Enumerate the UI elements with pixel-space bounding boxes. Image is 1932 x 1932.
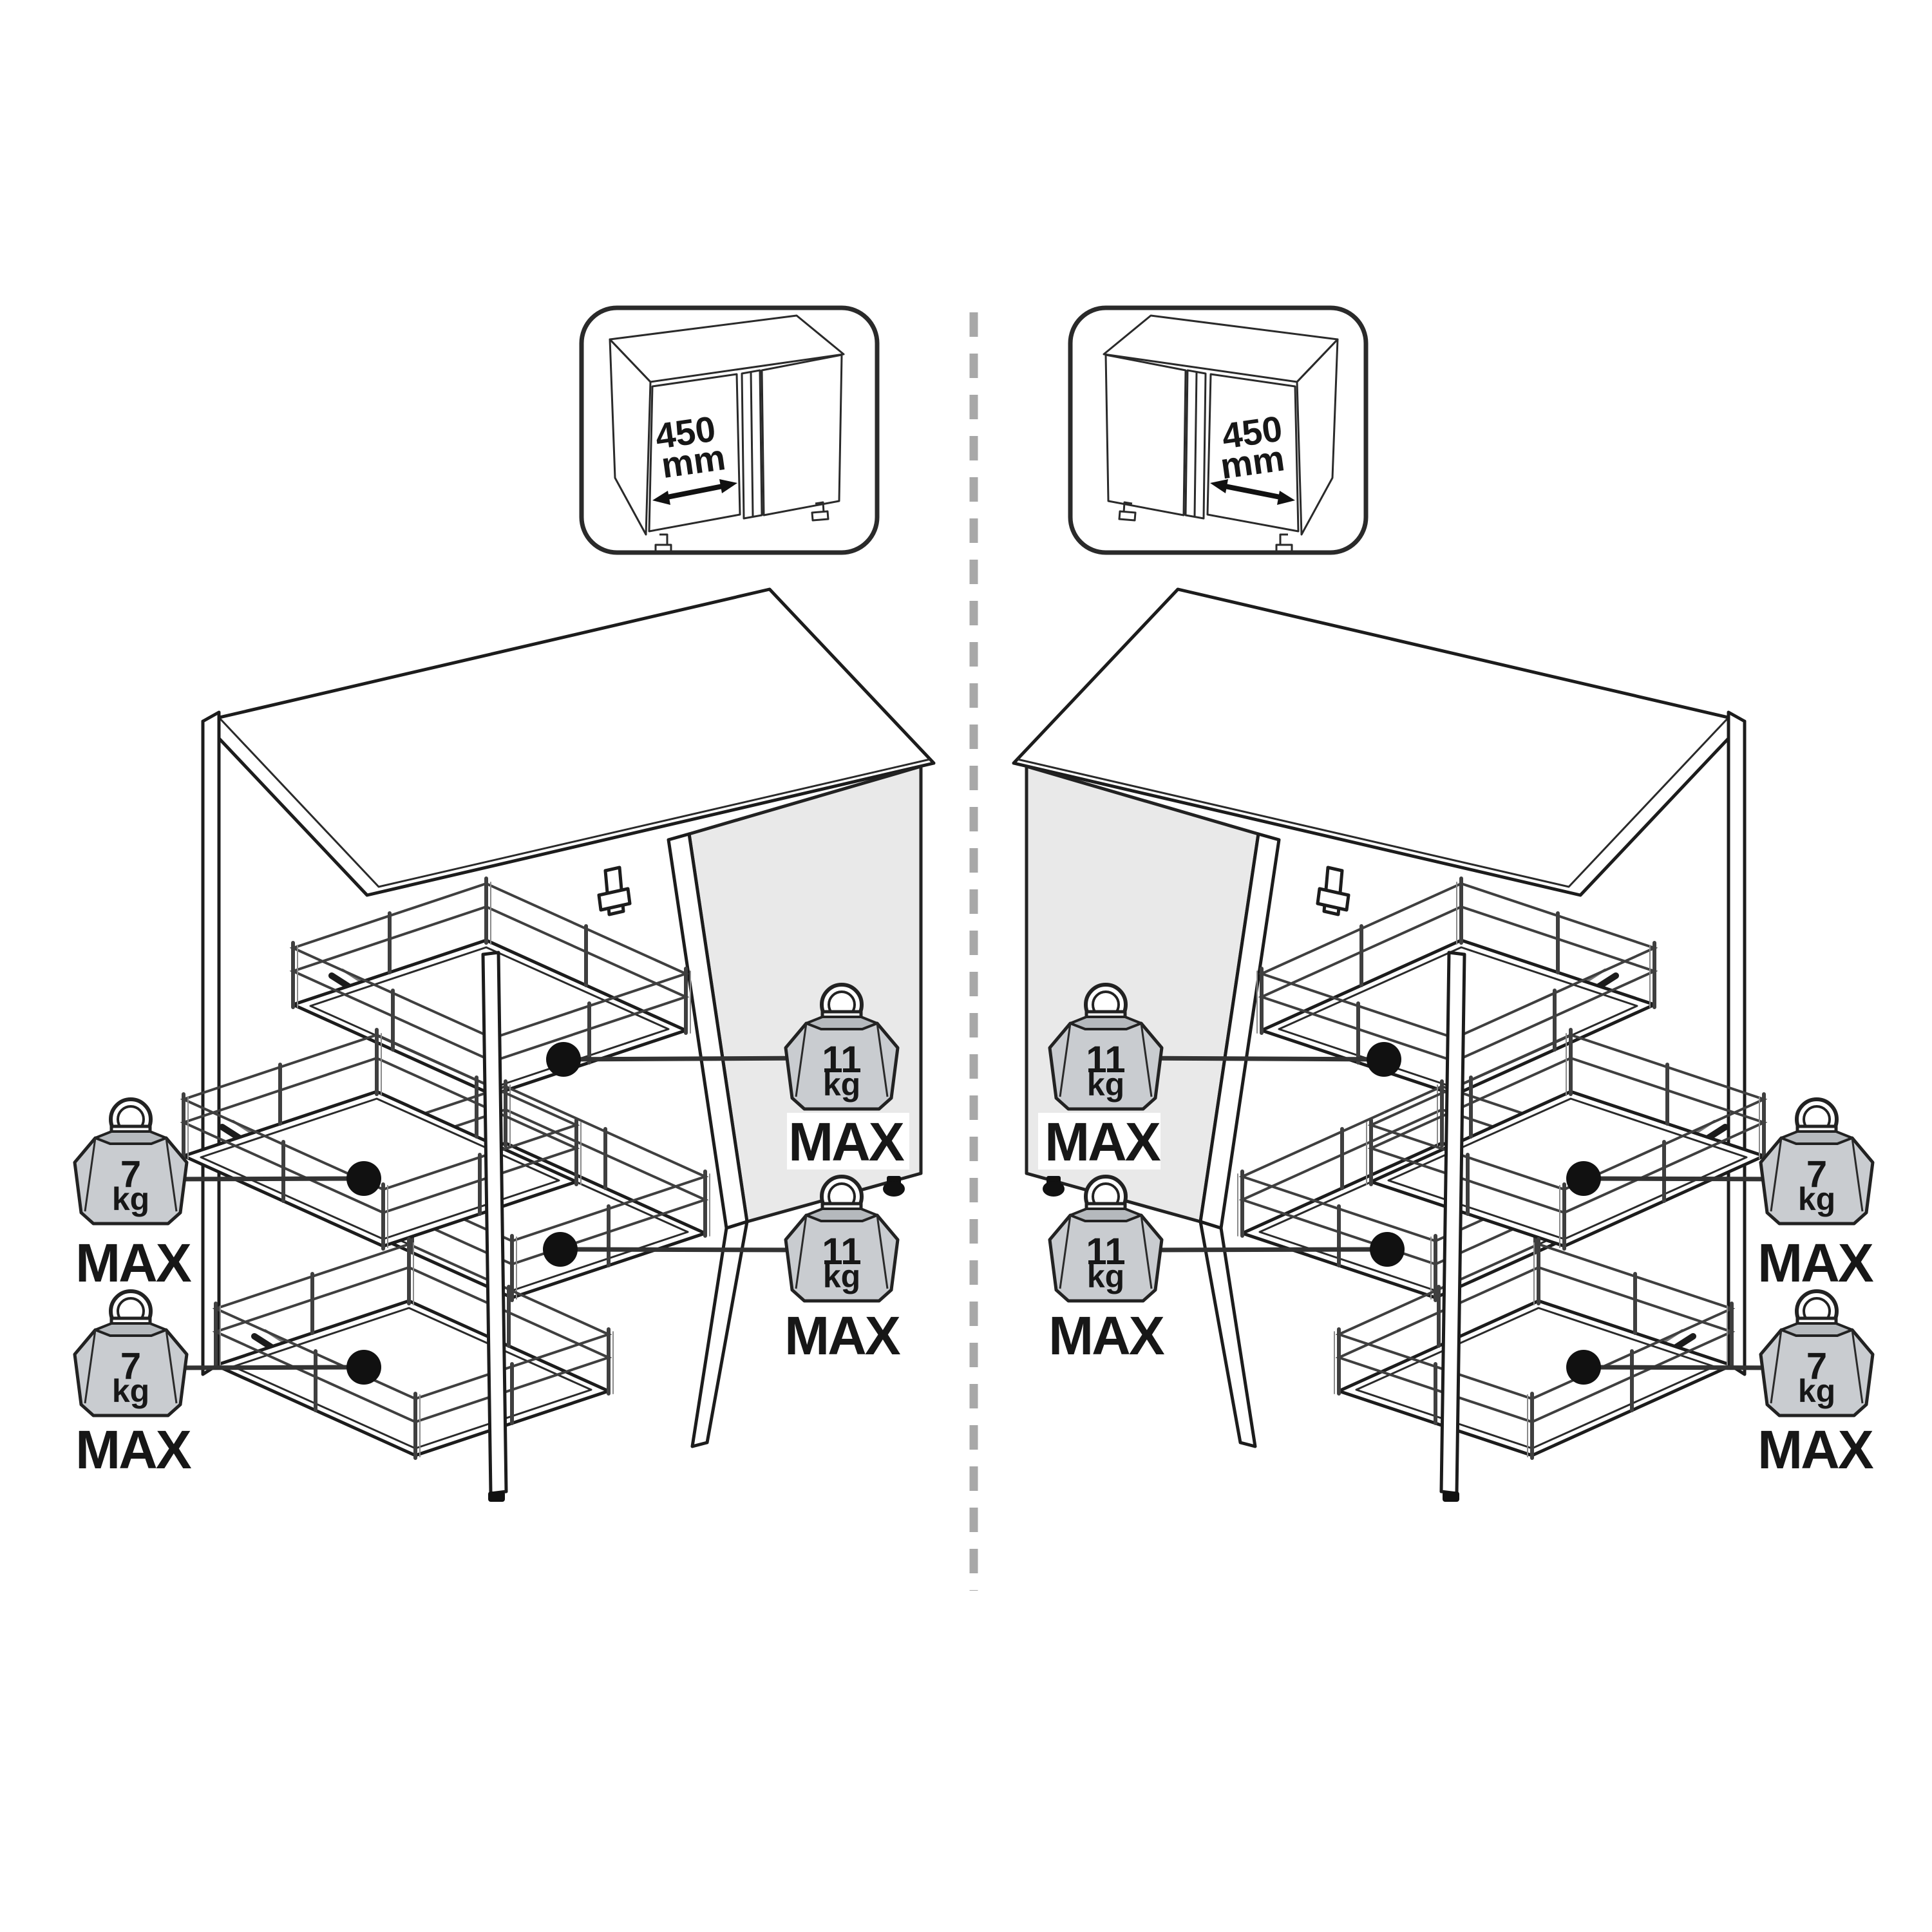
weight-unit: kg [823,1066,860,1103]
weight-limit-11kg-lower: 11 kg MAX [784,1177,903,1366]
width-value: 450 [1220,408,1285,456]
right-variant-diagram: 450 mm 11 kg MAX 11 kg MAX 7 kg MAX 7 kg [1014,308,1876,1502]
weight-value: 7 [120,1153,141,1195]
weight-limit-7kg-lower: 7 kg MAX [1757,1291,1876,1480]
weight-unit: kg [112,1181,149,1217]
width-unit: mm [1218,437,1287,486]
weight-unit: kg [112,1373,149,1409]
weight-value: 7 [1806,1153,1827,1195]
weight-value: 7 [1806,1345,1827,1387]
weight-value: 11 [822,1039,861,1081]
max-label: MAX [1045,1112,1161,1172]
max-label: MAX [1757,1419,1874,1480]
width-value: 450 [653,408,718,457]
max-label: MAX [75,1419,192,1480]
weight-limit-7kg-lower: 7 kg MAX [75,1291,194,1480]
dimension-text: 450 mm [1218,408,1287,486]
max-label: MAX [788,1112,905,1172]
weight-unit: kg [1798,1373,1835,1409]
max-label-background [1038,1113,1160,1170]
weight-unit: kg [1087,1066,1124,1103]
weight-limit-11kg-upper: 11 kg MAX [786,985,909,1172]
max-label: MAX [784,1305,901,1366]
weight-limit-11kg-upper: 11 kg MAX [1038,985,1162,1172]
weight-unit: kg [823,1258,860,1294]
weight-value: 11 [1086,1231,1125,1273]
cabinet-width-callout [1070,308,1366,553]
left-variant-diagram: 450 mm 7 kg MAX 7 kg MAX 11 kg MAX 11 kg [75,308,934,1502]
width-unit: mm [659,437,728,486]
max-label: MAX [1048,1305,1165,1366]
weight-value: 7 [120,1345,141,1387]
cabinet-width-callout [582,308,877,553]
dimension-text: 450 mm [653,408,728,486]
weight-unit: kg [1798,1181,1835,1217]
weight-limit-7kg-upper: 7 kg MAX [1757,1099,1876,1293]
max-label: MAX [1757,1233,1874,1293]
max-label: MAX [75,1233,192,1293]
weight-unit: kg [1087,1258,1124,1294]
weight-limit-7kg-upper: 7 kg MAX [75,1099,194,1293]
weight-limit-11kg-lower: 11 kg MAX [1048,1177,1167,1366]
weight-value: 11 [822,1231,861,1273]
max-label-background [787,1113,909,1170]
weight-value: 11 [1086,1039,1125,1081]
